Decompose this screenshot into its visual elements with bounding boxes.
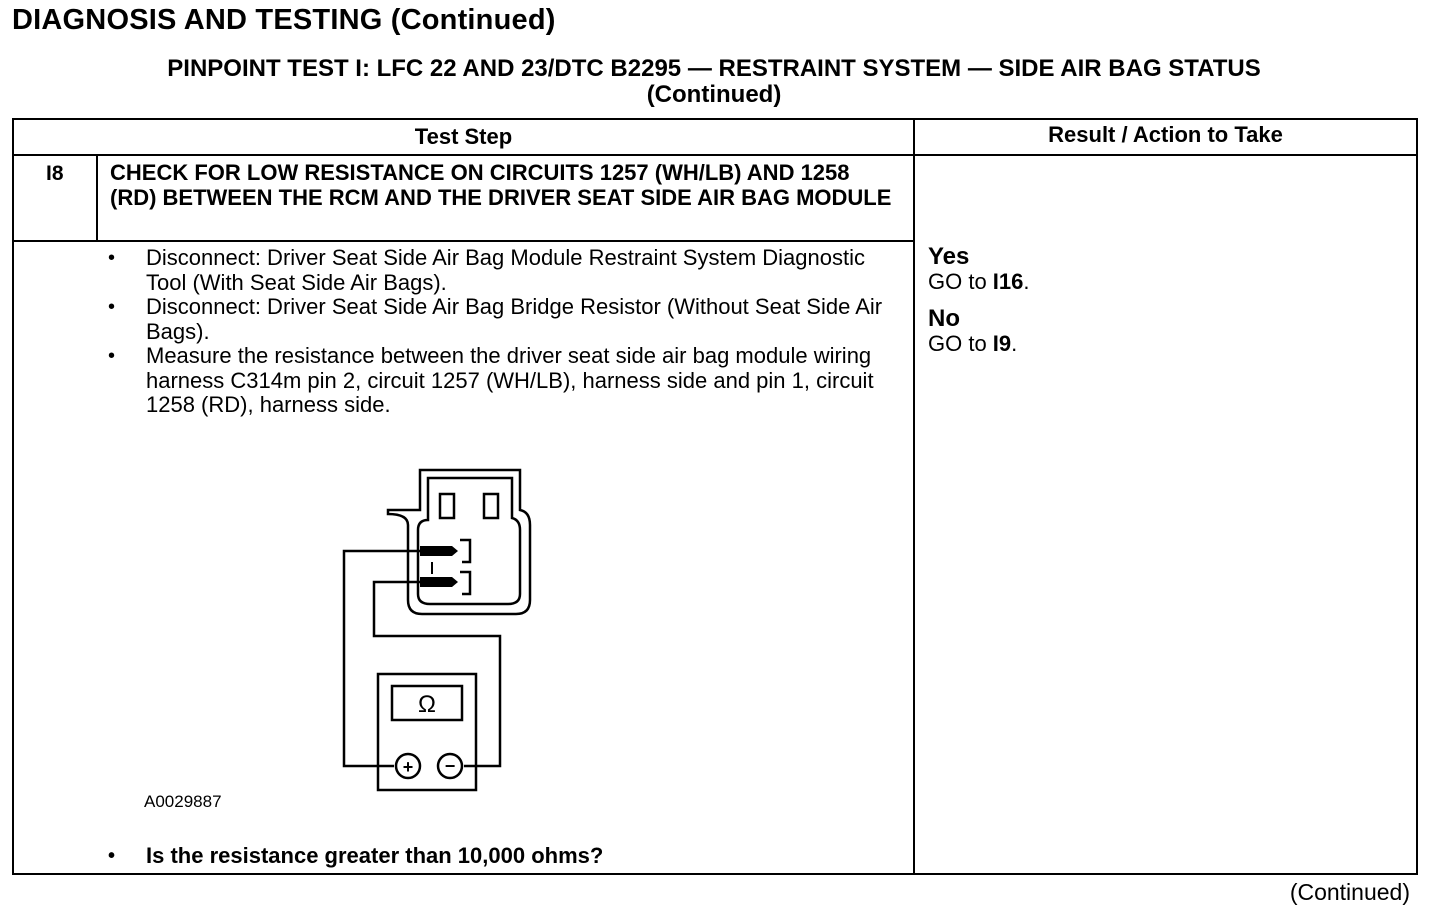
terminal-cavity-lower	[460, 570, 472, 596]
instruction-item: • Disconnect: Driver Seat Side Air Bag M…	[104, 245, 894, 295]
table-left-border	[12, 118, 14, 875]
step-question: • Is the resistance greater than 10,000 …	[104, 843, 894, 869]
result-yes-label: Yes	[928, 243, 970, 270]
bullet-glyph: •	[108, 296, 116, 318]
result-no-label: No	[928, 305, 960, 332]
latch-tab-right	[482, 492, 500, 520]
instruction-item: • Disconnect: Driver Seat Side Air Bag B…	[104, 294, 894, 344]
negative-terminal-icon	[436, 752, 464, 780]
bullet-glyph: •	[108, 345, 116, 367]
terminal-cavity-upper	[460, 538, 472, 564]
yes-action-period: .	[1023, 269, 1030, 294]
table-top-border	[12, 118, 1418, 120]
question-text: Is the resistance greater than 10,000 oh…	[146, 843, 604, 868]
yes-action-prefix: GO to	[928, 269, 993, 294]
bullet-glyph: •	[108, 845, 116, 867]
positive-symbol: +	[403, 757, 414, 777]
instruction-text: Disconnect: Driver Seat Side Air Bag Bri…	[146, 294, 883, 344]
page-heading: DIAGNOSIS AND TESTING (Continued)	[12, 4, 556, 36]
table-column-divider	[913, 118, 915, 875]
instruction-text: Disconnect: Driver Seat Side Air Bag Mod…	[146, 245, 865, 295]
probe-tip-upper	[420, 546, 458, 556]
connector-inner-outline	[416, 476, 522, 606]
instruction-item: • Measure the resistance between the dri…	[104, 343, 894, 418]
pinpoint-test-title-line2: (Continued)	[646, 81, 782, 108]
result-yes-action: GO to I16.	[928, 270, 1398, 294]
connector-outer-body	[386, 468, 532, 616]
positive-terminal-icon	[394, 752, 422, 780]
result-no-action: GO to I9.	[928, 332, 1398, 356]
ohmmeter-body	[376, 672, 478, 792]
negative-symbol: −	[445, 756, 456, 776]
step-title: CHECK FOR LOW RESISTANCE ON CIRCUITS 125…	[110, 160, 892, 210]
pinpoint-test-title: PINPOINT TEST I: LFC 22 AND 23/DTC B2295…	[14, 56, 1414, 108]
step-title-divider	[12, 240, 915, 242]
step-id: I8	[46, 162, 64, 185]
result-action-panel: Yes GO to I16. No GO to I9.	[928, 244, 1398, 368]
instruction-list: • Disconnect: Driver Seat Side Air Bag M…	[104, 245, 894, 418]
probe-tip-lower	[420, 577, 458, 587]
table-header-divider	[12, 154, 1418, 156]
table-right-border	[1416, 118, 1418, 875]
wire-to-negative-lead	[372, 580, 502, 768]
connector-ohmmeter-diagram: Ω + −	[342, 468, 532, 792]
pinpoint-test-title-line1: PINPOINT TEST I: LFC 22 AND 23/DTC B2295…	[167, 55, 1261, 82]
figure-id: A0029887	[144, 792, 222, 811]
latch-tab-left	[438, 492, 456, 520]
table-bottom-border	[12, 873, 1418, 875]
wire-to-positive-lead	[342, 549, 420, 768]
ohm-symbol: Ω	[418, 691, 436, 718]
test-step-column-header: Test Step	[414, 124, 513, 149]
page-continued-footer: (Continued)	[1289, 879, 1410, 905]
no-target-link[interactable]: I9	[992, 331, 1012, 356]
instruction-text: Measure the resistance between the drive…	[146, 343, 874, 417]
no-action-prefix: GO to	[928, 331, 993, 356]
ohmmeter-display	[390, 684, 464, 722]
no-action-period: .	[1011, 331, 1018, 356]
step-id-divider	[96, 154, 98, 242]
bullet-glyph: •	[108, 247, 116, 269]
result-column-header: Result / Action to Take	[1048, 122, 1283, 147]
yes-target-link[interactable]: I16	[992, 269, 1024, 294]
